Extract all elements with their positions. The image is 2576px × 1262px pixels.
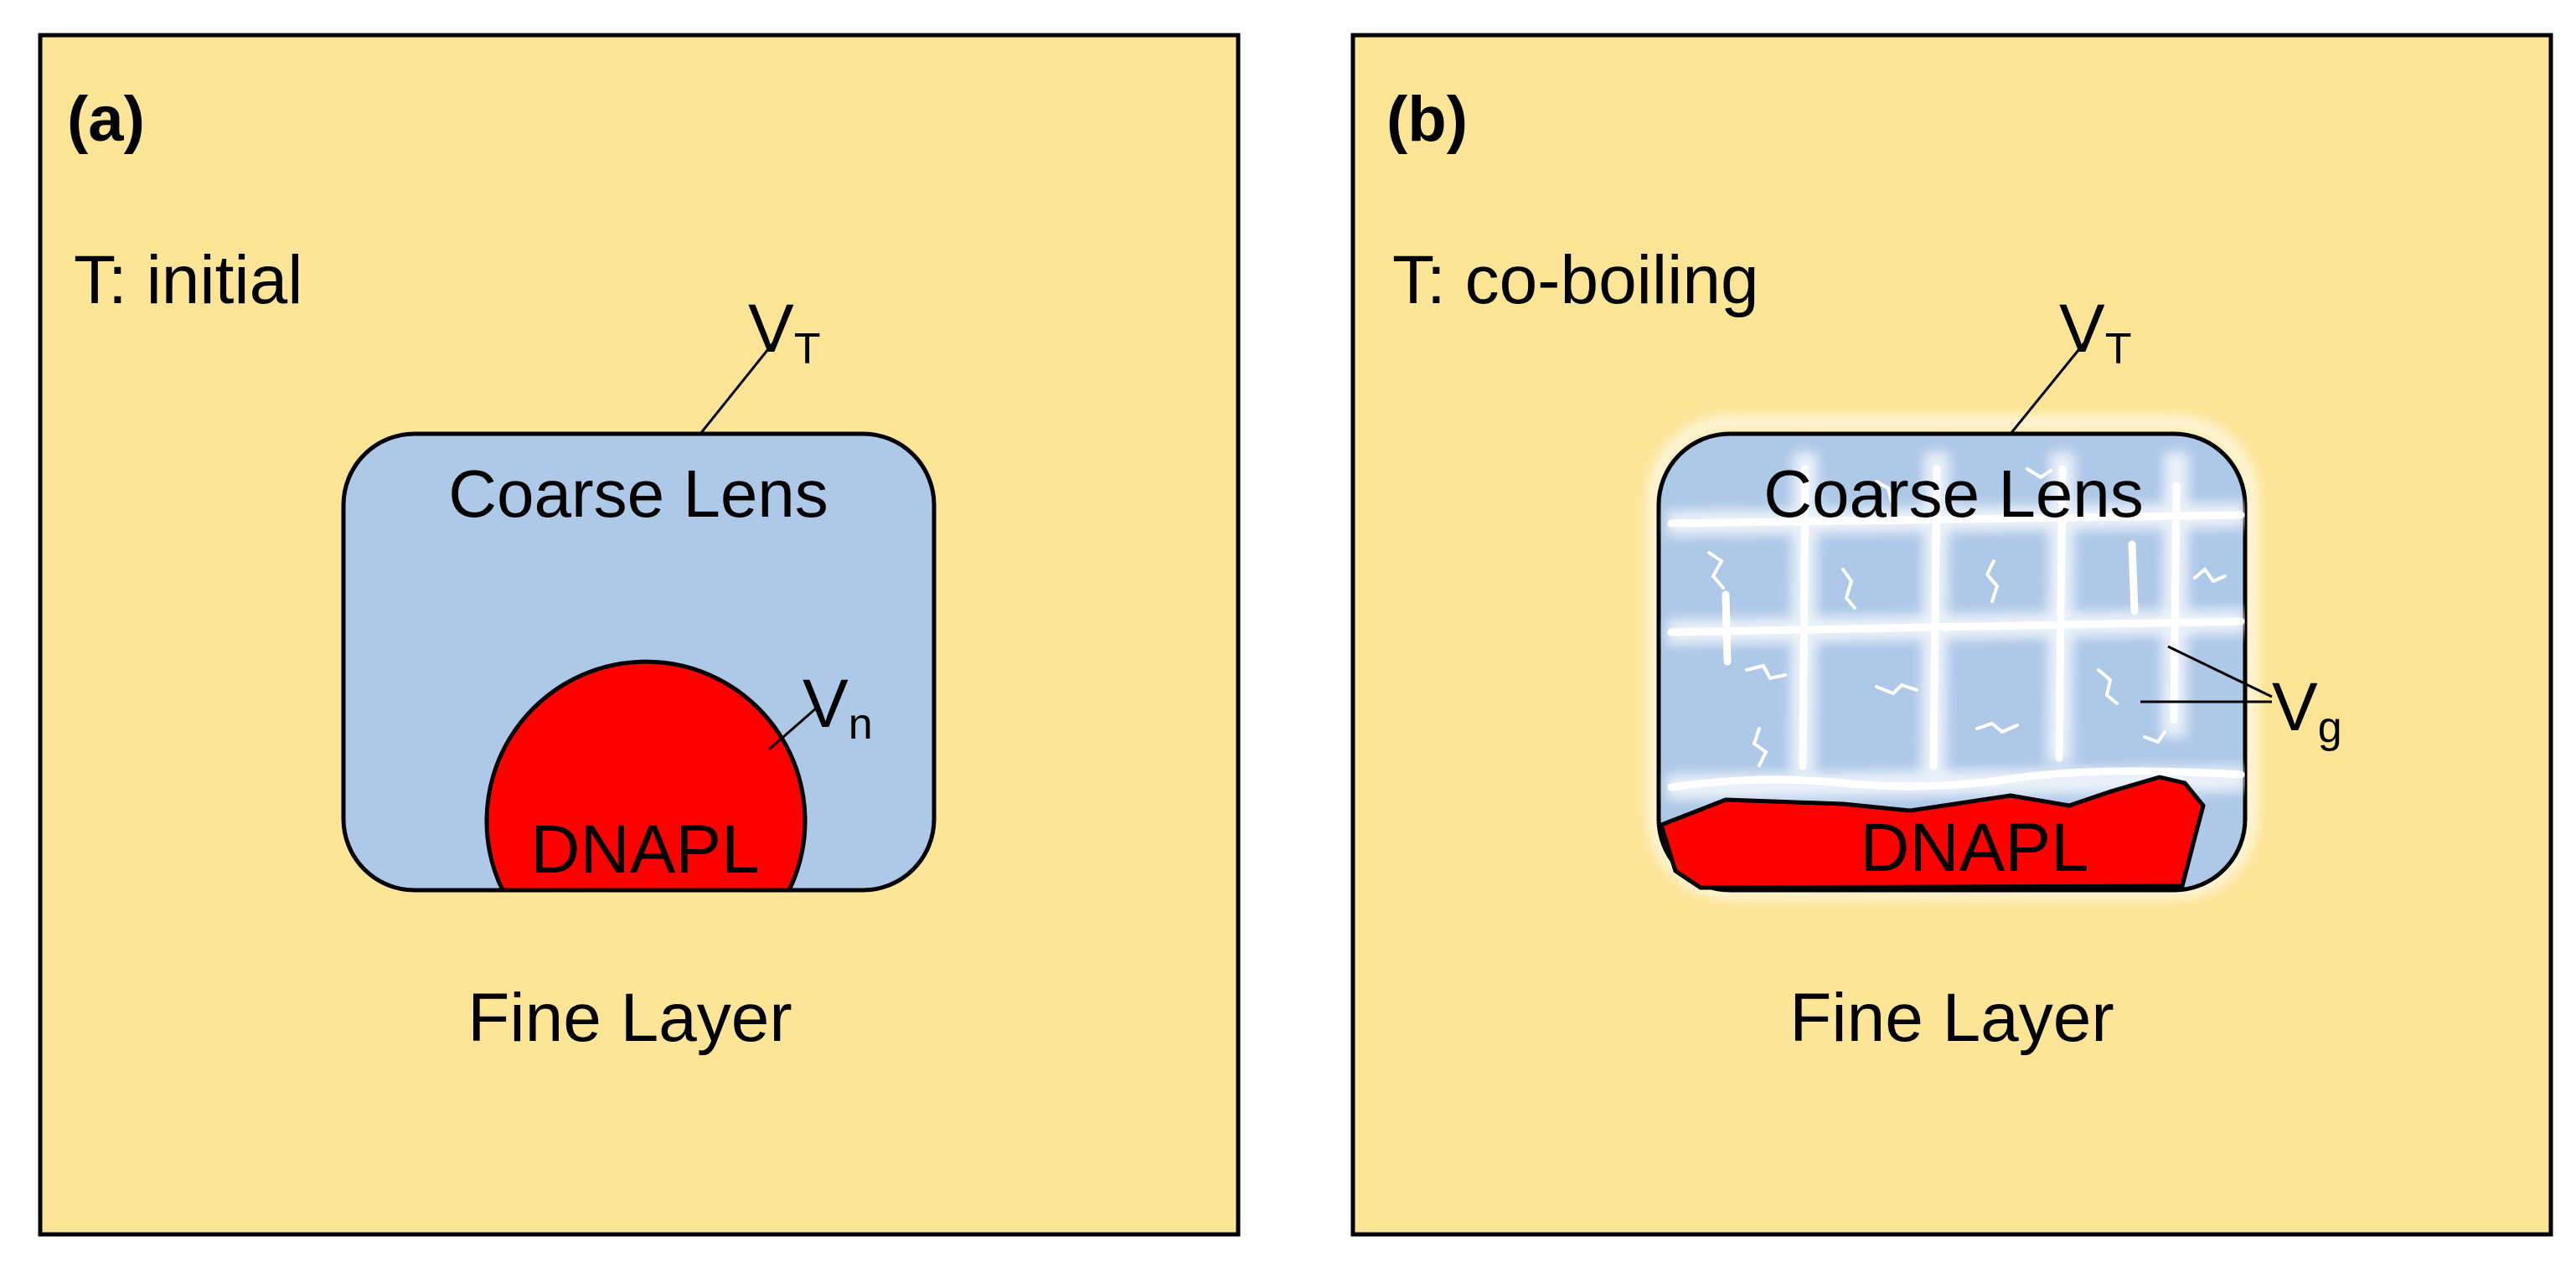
gas-channels-b: [1666, 451, 2245, 800]
dnapl-pool-b: [1659, 775, 2206, 890]
dnapl-pool-a: [484, 659, 808, 893]
coarse-lens-label-a: Coarse Lens: [448, 456, 829, 531]
vt-main-a: V: [748, 291, 794, 367]
coarse-lens-label-b: Coarse Lens: [1763, 456, 2144, 531]
fine-layer-label-b: Fine Layer: [1789, 980, 2114, 1056]
gas-cracks: [1707, 467, 2227, 767]
vt-label-b: VT: [2059, 291, 2131, 373]
vt-leader-b: [2009, 340, 2088, 435]
vn-leader-a: [768, 706, 818, 751]
vg-leader-upper-b: [2167, 645, 2273, 698]
vg-main-b: V: [2272, 669, 2318, 745]
panel-b: (b) T: co-boiling: [1350, 33, 2553, 1237]
dnapl-label-b: DNAPL: [1860, 810, 2088, 886]
vn-label-a: Vn: [803, 666, 873, 749]
panel-a-condition: T: initial: [74, 242, 302, 318]
vg-sub-b: g: [2318, 703, 2342, 752]
panel-a-label: (a): [67, 84, 145, 155]
gas-lines: [1667, 465, 2245, 791]
vn-sub-a: n: [849, 700, 873, 749]
vn-main-a: V: [803, 666, 849, 742]
panel-b-condition: T: co-boiling: [1392, 242, 1759, 318]
fine-layer-label-a: Fine Layer: [467, 980, 792, 1056]
panel-b-label: (b): [1386, 84, 1468, 155]
vt-leader-a: [699, 340, 777, 435]
vt-main-b: V: [2059, 291, 2105, 367]
dnapl-label-a: DNAPL: [530, 811, 759, 888]
vt-label-a: VT: [748, 291, 820, 373]
vt-sub-a: T: [794, 325, 821, 373]
panel-a: (a) T: initial Coarse Lens DNAPL Fine La…: [38, 33, 1241, 1237]
vg-label-b: Vg: [2272, 669, 2342, 752]
vt-sub-b: T: [2105, 325, 2132, 373]
